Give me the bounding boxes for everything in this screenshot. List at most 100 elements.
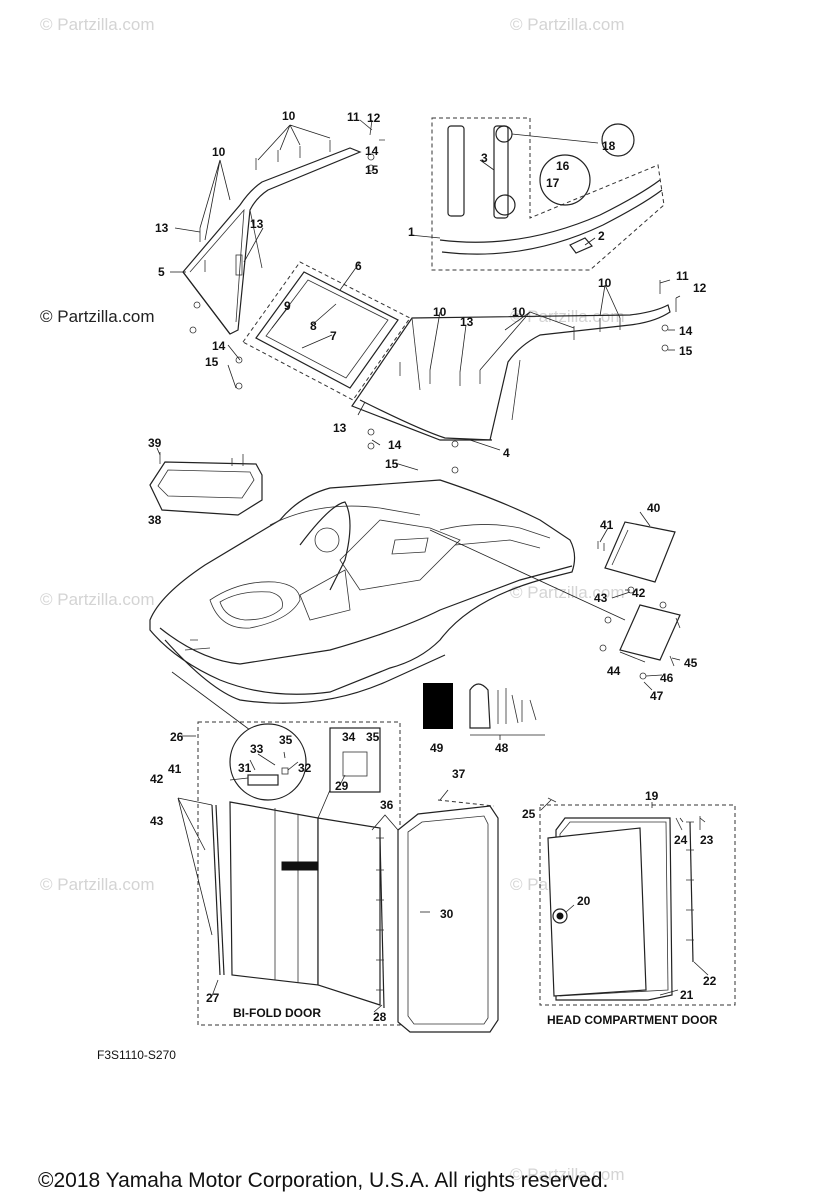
storage-bin-38 xyxy=(149,452,263,516)
callout-20: 20 xyxy=(577,894,591,908)
callout-15: 15 xyxy=(365,163,379,177)
callout-33: 33 xyxy=(250,742,264,756)
callout-5: 5 xyxy=(158,265,165,279)
boat-leader-to-bifold xyxy=(171,671,251,731)
boat-leader-to-40 xyxy=(429,529,626,621)
callout-44: 44 xyxy=(607,664,621,678)
callout-7: 7 xyxy=(330,329,337,343)
callout-22: 22 xyxy=(703,974,717,988)
callout-41: 41 xyxy=(168,762,182,776)
callout-10: 10 xyxy=(282,109,296,123)
callout-14: 14 xyxy=(679,324,693,338)
callout-36: 36 xyxy=(380,798,394,812)
callout-43: 43 xyxy=(594,591,608,605)
callout-32: 32 xyxy=(298,761,312,775)
head-compartment-door-label: HEAD COMPARTMENT DOOR xyxy=(547,1013,718,1027)
bifold-leaders xyxy=(177,735,383,1013)
tool-kit-48 xyxy=(469,683,545,740)
windshield-trim-detail-box xyxy=(431,117,665,271)
callout-14: 14 xyxy=(365,144,379,158)
watermark: © Partzilla.com xyxy=(40,15,155,34)
callout-10: 10 xyxy=(512,305,526,319)
bifold-dashed-box xyxy=(197,721,401,1026)
diagram-code: F3S1110-S270 xyxy=(97,1048,176,1062)
callout-42: 42 xyxy=(150,772,164,786)
callout-30: 30 xyxy=(440,907,454,921)
callout-17: 17 xyxy=(546,176,560,190)
callout-25: 25 xyxy=(522,807,536,821)
watermark: © Partzilla.com xyxy=(40,590,155,609)
callout-14: 14 xyxy=(212,339,226,353)
leader-lines-top xyxy=(170,124,681,471)
callout-40: 40 xyxy=(647,501,661,515)
callout-10: 10 xyxy=(433,305,447,319)
callout-47: 47 xyxy=(650,689,664,703)
callout-21: 21 xyxy=(680,988,694,1002)
callout-labels: 1 2 3 4 5 6 7 8 9 10 10 10 10 10 11 11 1… xyxy=(148,109,717,1024)
callout-12: 12 xyxy=(693,281,707,295)
callout-10: 10 xyxy=(212,145,226,159)
watermark: © Partzilla.com xyxy=(510,15,625,34)
watermark: © Partzilla.com xyxy=(510,583,625,602)
panel-40 xyxy=(597,521,676,594)
callout-14: 14 xyxy=(388,438,402,452)
callout-42: 42 xyxy=(632,586,646,600)
manual-49 xyxy=(423,683,453,729)
callout-12: 12 xyxy=(367,111,381,125)
bifold-detail-29 xyxy=(329,727,381,793)
callout-1: 1 xyxy=(408,225,415,239)
callout-37: 37 xyxy=(452,767,466,781)
callout-11: 11 xyxy=(347,110,360,124)
callout-43: 43 xyxy=(150,814,164,828)
head-door-dashed-box xyxy=(539,804,736,1006)
callout-13: 13 xyxy=(460,315,474,329)
watermark: © Partzilla.com xyxy=(510,307,625,326)
callout-13: 13 xyxy=(155,221,169,235)
callout-15: 15 xyxy=(679,344,693,358)
callout-28: 28 xyxy=(373,1010,387,1024)
callout-15: 15 xyxy=(205,355,219,369)
callout-29: 29 xyxy=(335,779,349,793)
callout-10: 10 xyxy=(598,276,612,290)
leader-39 xyxy=(156,447,161,456)
callout-15: 15 xyxy=(385,457,399,471)
callout-34: 34 xyxy=(342,730,356,744)
watermark: © Partzilla.com xyxy=(40,875,155,894)
callout-35: 35 xyxy=(279,733,293,747)
callout-8: 8 xyxy=(310,319,317,333)
fasteners-top xyxy=(189,119,677,474)
callout-26: 26 xyxy=(170,730,184,744)
boat-hull xyxy=(149,479,576,704)
callout-13: 13 xyxy=(250,217,264,231)
copyright-notice: ©2018 Yamaha Motor Corporation, U.S.A. A… xyxy=(38,1169,608,1192)
watermark-main: © Partzilla.com xyxy=(40,307,155,326)
head-door-assembly xyxy=(547,797,701,1001)
callout-35: 35 xyxy=(366,730,380,744)
head-door-leaders xyxy=(540,799,709,996)
callout-41: 41 xyxy=(600,518,614,532)
windshield-center-frame xyxy=(242,261,411,401)
callout-9: 9 xyxy=(284,299,291,313)
callout-45: 45 xyxy=(684,656,698,670)
leader-lines-40s xyxy=(599,511,681,691)
callout-23: 23 xyxy=(700,833,714,847)
callout-18: 18 xyxy=(602,139,616,153)
callout-6: 6 xyxy=(355,259,362,273)
callout-13: 13 xyxy=(333,421,347,435)
watermark: © Partzilla.com xyxy=(510,1165,625,1184)
bifold-detail-31 xyxy=(229,723,307,801)
callout-49: 49 xyxy=(430,741,444,755)
callout-39: 39 xyxy=(148,436,162,450)
callout-3: 3 xyxy=(481,151,488,165)
callout-4: 4 xyxy=(503,446,510,460)
callout-46: 46 xyxy=(660,671,674,685)
windshield-right-panel xyxy=(351,304,671,441)
callout-19: 19 xyxy=(645,789,659,803)
windshield-left-panel xyxy=(182,147,362,335)
callout-2: 2 xyxy=(598,229,605,243)
callout-31: 31 xyxy=(238,761,252,775)
callout-16: 16 xyxy=(556,159,570,173)
bifold-door-label: BI-FOLD DOOR xyxy=(233,1006,321,1020)
bifold-door-panels xyxy=(211,801,381,1006)
